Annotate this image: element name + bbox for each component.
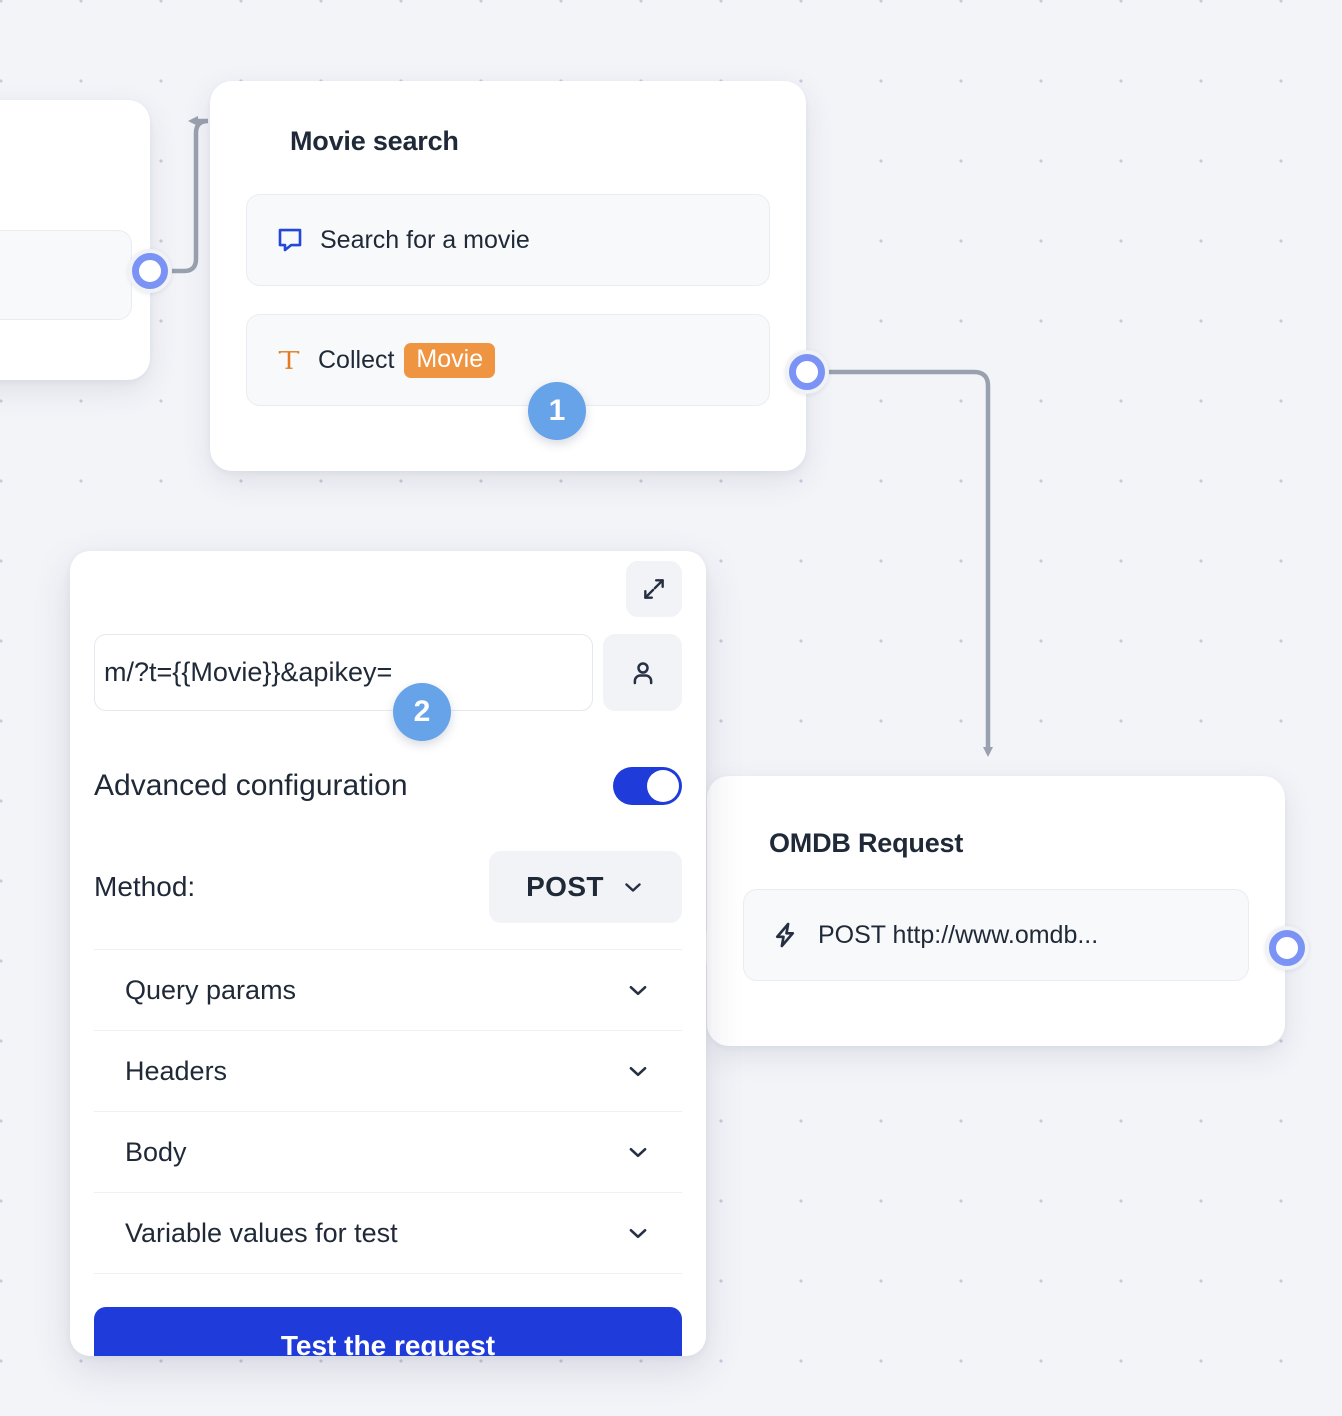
chevron-down-icon xyxy=(629,1228,647,1239)
connector-output-movie-search[interactable] xyxy=(785,350,829,394)
variable-chip-movie[interactable]: Movie xyxy=(404,342,496,378)
section-label: Variable values for test xyxy=(125,1217,398,1248)
slot-search-for-a-movie[interactable]: Search for a movie xyxy=(246,194,770,286)
previous-node[interactable] xyxy=(0,100,150,380)
section-headers[interactable]: Headers xyxy=(94,1031,682,1112)
message-square-icon xyxy=(275,225,305,255)
chevron-down-icon xyxy=(629,985,647,996)
edge-prev-to-movie-search xyxy=(169,116,209,274)
slot-label: Collect Movie xyxy=(318,342,496,378)
section-body[interactable]: Body xyxy=(94,1112,682,1193)
node-title: Movie search xyxy=(290,126,459,156)
expand-diagonal-icon xyxy=(644,579,664,599)
section-variable-values-for-test[interactable]: Variable values for test xyxy=(94,1193,682,1274)
slot-label: Search for a movie xyxy=(320,225,530,254)
slot-collect-movie[interactable]: Collect Movie xyxy=(246,314,770,406)
method-row: Method: POST xyxy=(94,851,682,950)
previous-node-slot[interactable] xyxy=(0,230,132,320)
advanced-configuration-toggle[interactable] xyxy=(613,767,682,805)
method-value: POST xyxy=(526,871,604,902)
text-type-icon xyxy=(275,346,303,374)
advanced-configuration-label: Advanced configuration xyxy=(94,769,408,802)
lightning-bolt-icon xyxy=(770,920,800,950)
expand-panel-button[interactable] xyxy=(626,561,682,617)
slot-label-text: Collect xyxy=(318,345,395,374)
url-row xyxy=(94,634,682,711)
step-badge-1: 1 xyxy=(528,382,586,440)
chevron-down-icon xyxy=(629,1147,647,1158)
node-movie-search[interactable]: Movie search Search for a movie Collect … xyxy=(210,81,806,471)
edge-movie-search-to-omdb xyxy=(825,369,993,757)
request-config-panel[interactable]: Advanced configuration Method: POST Quer… xyxy=(70,551,706,1356)
section-label: Headers xyxy=(125,1055,228,1086)
method-select[interactable]: POST xyxy=(489,851,682,923)
test-the-request-button[interactable]: Test the request xyxy=(94,1307,682,1356)
node-omdb-request[interactable]: OMDB Request POST http://www.omdb... xyxy=(707,776,1285,1046)
chevron-down-icon xyxy=(625,883,641,892)
slot-post-request[interactable]: POST http://www.omdb... xyxy=(743,889,1249,981)
method-label: Method: xyxy=(94,871,196,902)
node-title: OMDB Request xyxy=(769,828,964,858)
authentication-button[interactable] xyxy=(603,634,682,711)
chevron-down-icon xyxy=(629,1066,647,1077)
user-person-icon xyxy=(633,661,652,684)
section-label: Query params xyxy=(125,974,297,1005)
request-url-input[interactable] xyxy=(94,634,593,711)
step-badge-2: 2 xyxy=(393,683,451,741)
advanced-configuration-row: Advanced configuration xyxy=(94,767,682,805)
slot-label: POST http://www.omdb... xyxy=(818,920,1099,949)
connector-output-previous[interactable] xyxy=(128,249,172,293)
section-label: Body xyxy=(125,1136,187,1167)
connector-output-omdb[interactable] xyxy=(1265,926,1309,970)
section-query-params[interactable]: Query params xyxy=(94,950,682,1031)
